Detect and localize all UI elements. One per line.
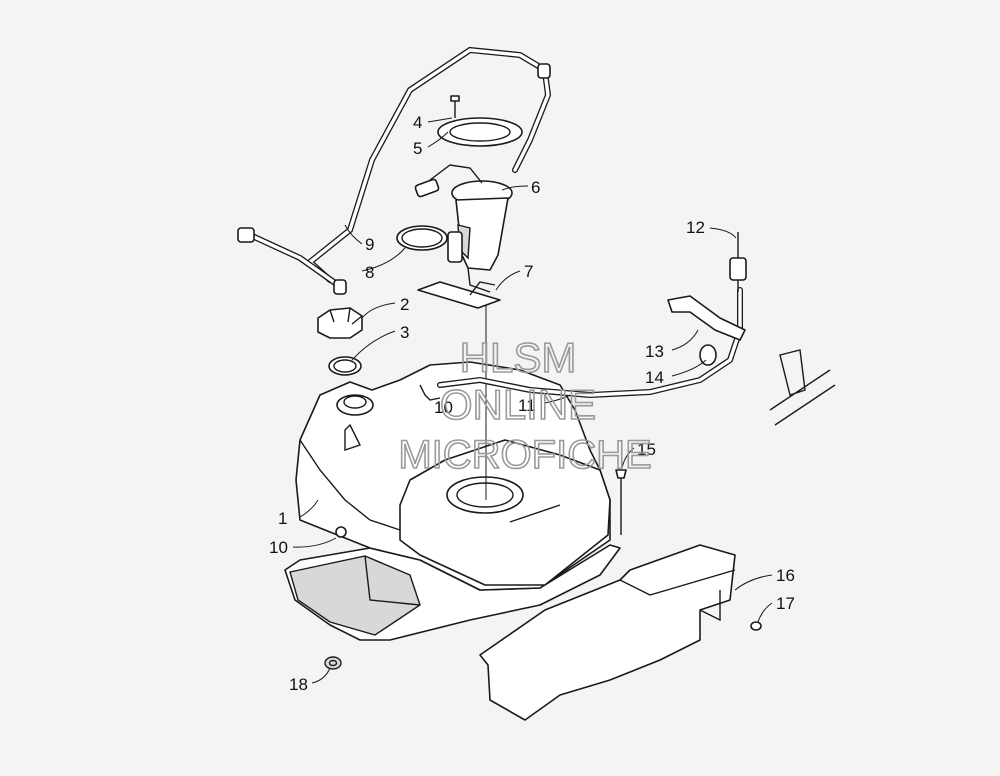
pump-bracket <box>417 281 501 500</box>
callout-1: 1 <box>278 509 287 528</box>
callout-2: 2 <box>400 295 409 314</box>
cap-seal <box>328 356 362 376</box>
watermark-line-2: ONLINE <box>440 381 596 428</box>
small-fitting <box>335 526 347 538</box>
screw-17 <box>750 621 762 631</box>
callout-7: 7 <box>524 262 533 281</box>
callout-10-upper: 10 <box>434 398 453 417</box>
screw <box>450 95 460 118</box>
callout-17: 17 <box>776 594 795 613</box>
leader-lines <box>292 117 773 684</box>
push-rivet <box>615 469 627 535</box>
pump-gasket <box>437 117 523 147</box>
callout-6: 6 <box>531 178 540 197</box>
callout-10-lower: 10 <box>269 538 288 557</box>
frame-section <box>769 349 836 426</box>
callout-14: 14 <box>645 368 664 387</box>
gas-cap <box>317 307 363 339</box>
skid-plate <box>479 544 736 721</box>
callout-3: 3 <box>400 323 409 342</box>
callout-15: 15 <box>637 440 656 459</box>
callout-18: 18 <box>289 675 308 694</box>
callout-13: 13 <box>645 342 664 361</box>
vent-filter <box>729 232 747 292</box>
callout-9: 9 <box>365 235 374 254</box>
vent-hose <box>437 287 743 399</box>
hose-bracket <box>667 295 746 341</box>
o-ring <box>396 225 448 251</box>
callout-8: 8 <box>365 263 374 282</box>
watermark-line-1: HLSM <box>460 334 577 381</box>
callout-4: 4 <box>413 113 422 132</box>
callout-12: 12 <box>686 218 705 237</box>
fuel-hose <box>237 46 552 295</box>
watermark: HLSM ONLINE MICROFICHE <box>398 333 653 478</box>
watermark-line-3: MICROFICHE <box>398 433 651 477</box>
hose-clamp <box>699 344 717 366</box>
callout-11: 11 <box>518 396 536 415</box>
fuel-pump <box>414 164 513 293</box>
callout-5: 5 <box>413 139 422 158</box>
callout-labels: 1 2 3 4 5 6 7 8 9 10 10 11 12 13 14 15 1… <box>269 113 795 694</box>
callout-16: 16 <box>776 566 795 585</box>
grommet <box>324 656 342 670</box>
fuel-tank <box>284 361 621 641</box>
